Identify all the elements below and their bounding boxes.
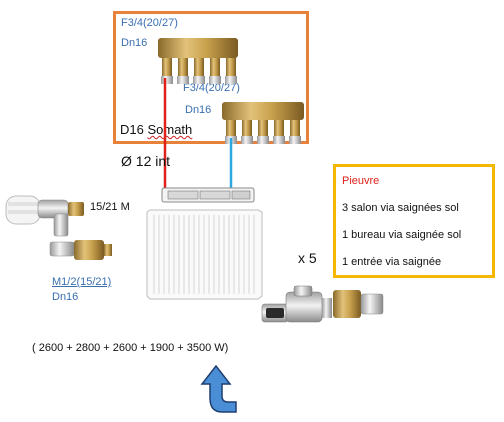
pipe-label: D16 Somath: [120, 122, 193, 137]
pieuvre-line-1: 3 salon via saignées sol: [342, 202, 459, 214]
fitting-size-label: Dn16: [52, 291, 79, 303]
valve-thread-label: 15/21 M: [90, 201, 130, 213]
compression-fitting-left: [49, 240, 112, 260]
manifold-frame: [113, 11, 309, 144]
manifold-bottom-size-label: Dn16: [185, 104, 212, 116]
thermostatic-angle-valve: [5, 195, 84, 237]
manifold-top-size-label: Dn16: [121, 37, 148, 49]
power-sum-label: ( 2600 + 2800 + 2600 + 1900 + 3500 W): [32, 342, 229, 354]
radiator: [146, 187, 263, 300]
pieuvre-line-3: 1 entrée via saignée: [342, 256, 442, 268]
pipe-label-brand-word: Somath: [147, 122, 193, 137]
manifold-top: [158, 38, 238, 84]
radiator-valve-assembly: [261, 285, 384, 323]
manifold-bottom: [222, 102, 304, 144]
multiplier-label: x 5: [298, 250, 317, 266]
pieuvre-line-2: 1 bureau via saignée sol: [342, 229, 462, 241]
manifold-top-thread-label: F3/4(20/27): [121, 17, 178, 29]
fitting-thread-label: M1/2(15/21): [52, 276, 112, 288]
pieuvre-box: Pieuvre 3 salon via saignées sol 1 burea…: [333, 164, 495, 278]
manifold-bottom-thread-label: F3/4(20/27): [183, 82, 240, 94]
pieuvre-title: Pieuvre: [342, 175, 380, 187]
curved-arrow-icon: [200, 364, 237, 413]
diameter-label: Ø 12 int: [121, 153, 171, 169]
